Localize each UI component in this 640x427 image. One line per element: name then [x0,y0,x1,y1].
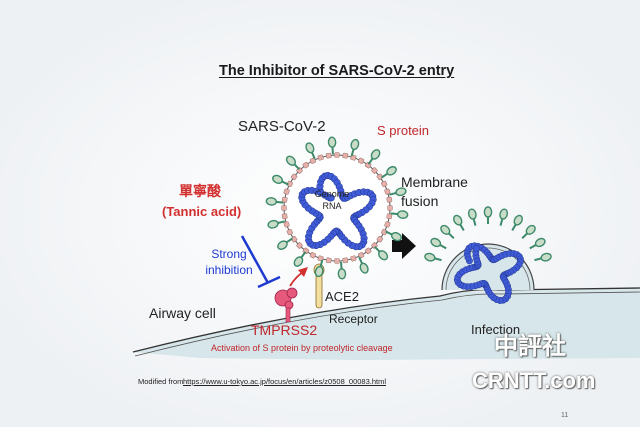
membrane-bead [384,188,391,195]
membrane-bead [286,228,293,236]
fusion-arrow [392,233,416,259]
slide-title: The Inhibitor of SARS-CoV-2 entry [219,63,455,79]
s-protein-spike [358,256,369,274]
inhibition-label: Strong inhibition [205,247,253,277]
membrane-bead [364,247,372,255]
membrane-bead [350,154,357,161]
watermark-chinese: 中評社 [494,333,566,360]
membrane-bead [350,255,357,262]
membrane-bead [286,180,293,188]
genome-label: Genome RNA [314,189,350,211]
membrane-bead [281,213,288,220]
membrane-bead [281,196,288,203]
cell-membrane-line [132,287,640,353]
membrane-bead [381,228,388,236]
membrane-bead [283,188,290,195]
s-protein-spike [285,155,301,171]
sars-cov-2-virion [265,136,409,280]
membrane-bead [376,235,384,243]
membrane-bead [334,258,340,264]
infection-label: Infection [471,322,521,337]
s-protein-spike [529,237,546,250]
s-protein-spike [467,208,477,226]
s-protein-spike [390,210,409,219]
ace2-label: ACE2 [325,289,359,304]
s-protein-spike [305,142,316,160]
membrane-bead [381,180,388,188]
s-protein-spike [277,237,293,250]
tmprss2-protease [274,287,298,323]
s-protein-spike [499,208,509,226]
airway-cell-label: Airway cell [149,305,216,321]
fused-inner-line [445,247,531,291]
membrane-bead [357,157,365,164]
activation-label: Activation of S protein by proteolytic c… [211,343,393,353]
membrane-bead [384,221,391,228]
membrane-bead [309,252,317,259]
membrane-fusion-label: Membrane fusion [401,174,468,209]
membrane-bead [309,157,317,164]
membrane-bead [386,196,393,203]
s-protein-spike [265,197,284,206]
page-number: 11 [561,412,569,419]
membrane-bead [290,173,298,181]
membrane-bead [296,242,303,249]
inhibition-symbol [240,235,281,289]
fused-virion [424,206,552,304]
s-protein-spike [424,252,442,262]
membrane-bead [302,161,310,169]
s-protein-spike [385,230,402,242]
rna-bead [327,194,335,202]
receptor-label: Receptor [329,312,378,326]
membrane-bead [342,152,349,159]
s-protein-spike [430,237,447,250]
s-protein-spike [373,245,389,261]
membrane-bead [325,257,332,264]
membrane-bead [386,213,393,220]
s-protein-spike [483,206,493,224]
s-protein-spike [440,224,455,240]
activation-arrow [289,267,308,287]
inhibitor-english-label: (Tannic acid) [162,204,242,219]
membrane-bead [371,167,378,174]
s-protein-spike [521,224,536,240]
membrane-bead [281,205,287,211]
s-protein-spike [267,219,285,229]
tmprss2-label: TMPRSS2 [251,322,318,338]
s-protein-spike [389,187,407,197]
s-protein-spike [327,136,337,155]
membrane-bead [290,235,298,243]
membrane-bead [387,205,393,211]
s-protein-spike [453,214,465,232]
s-protein-spike [337,261,347,280]
s-protein-spike [381,166,397,179]
membrane-bead [342,257,349,264]
membrane-bead [357,252,365,259]
virus-label: SARS-CoV-2 [238,118,326,135]
s-protein-spike [367,149,381,165]
membrane-bead [334,152,340,158]
s-protein-spike [293,251,307,267]
membrane-bead [283,221,290,228]
s-protein-spike [534,252,552,262]
airway-cell [133,288,640,360]
membrane-bead [317,255,324,262]
source-prefix: Modified from [138,377,184,386]
inhibitor-chinese-label: 單寧酸 [179,183,221,199]
membrane-bead [325,152,332,159]
s-protein-spike [511,214,523,232]
s-protein-spike [314,259,324,278]
s-protein-spike [350,138,360,157]
s-protein-label: S protein [377,123,430,138]
rna-bead [472,245,480,253]
watermark-english: CRNTT.com [472,368,596,393]
s-protein-spike [272,174,289,186]
membrane-bead [317,154,324,161]
source-link[interactable]: https://www.u-tokyo.ac.jp/focus/en/artic… [183,377,387,386]
membrane-bead [376,173,384,181]
